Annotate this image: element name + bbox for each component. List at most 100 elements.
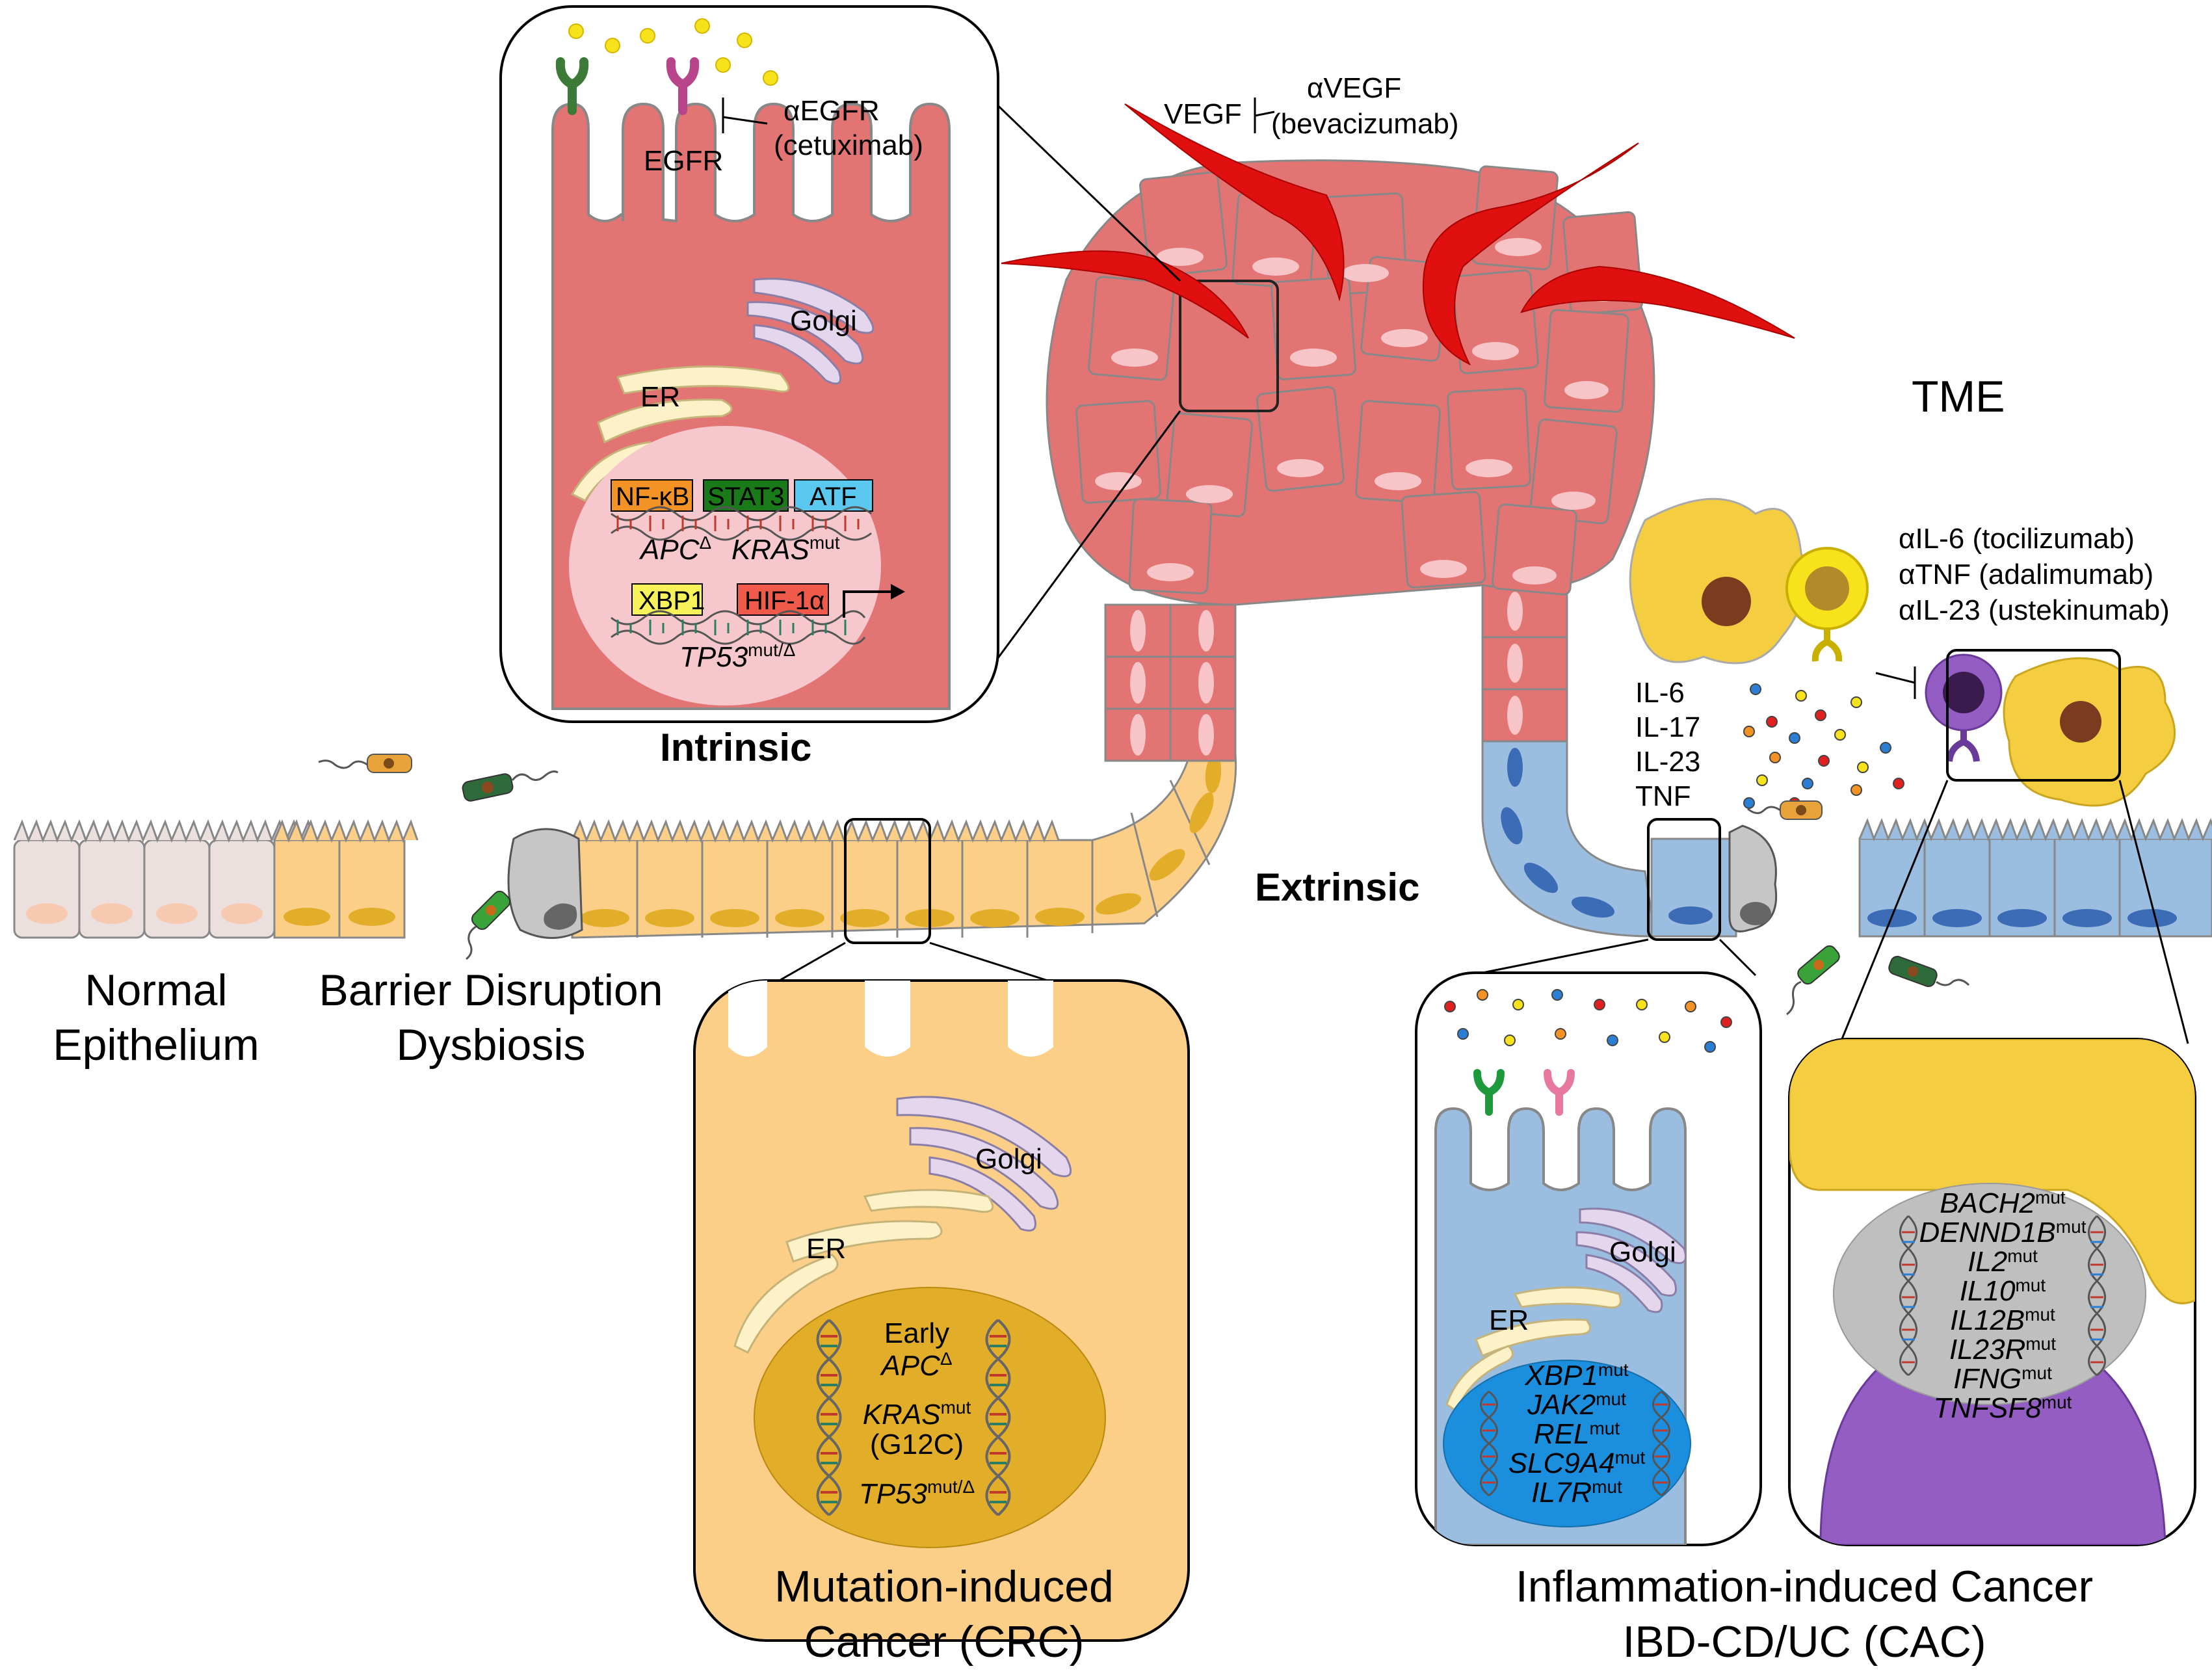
- immune-gene-7: IFNGmut: [1953, 1363, 2052, 1395]
- aegfr-label: αEGFR: [783, 95, 880, 127]
- cac-panel: Golgi ER XBP1mut JAK2mut RELmut SLC9A4mu…: [1415, 971, 1762, 1546]
- cetuximab-label: (cetuximab): [774, 129, 923, 161]
- crc-golgi: [896, 1096, 1072, 1232]
- blue-epithelium-strip: [1650, 817, 2212, 938]
- tumor-mass: [1046, 159, 1655, 606]
- cac-nucleus: [1443, 1360, 1691, 1527]
- vegf-label: VEGF: [1164, 98, 1242, 130]
- extrinsic-label: Extrinsic: [1255, 865, 1419, 909]
- barrier-debris: [507, 828, 583, 939]
- golgi-apparatus: [746, 278, 875, 385]
- tf-xbp1: XBP1: [639, 587, 705, 615]
- immune-gene-6: IL23Rmut: [1949, 1334, 2056, 1365]
- cac-caption-line1: Inflammation-induced Cancer: [1516, 1562, 2093, 1611]
- crc-gene-kras: KRASmut: [863, 1397, 971, 1431]
- tf-row1: NF-κB STAT3 ATF: [611, 479, 873, 512]
- cac-receptor-green: [1473, 1069, 1505, 1116]
- crc-kras-variant: (G12C): [870, 1429, 964, 1460]
- bacterium-3: [466, 890, 511, 960]
- immune-gene-1: BACH2mut: [1940, 1187, 2066, 1219]
- crc-nucleus: [754, 1287, 1106, 1548]
- bacterium-2: [462, 770, 559, 802]
- tme-label: TME: [1912, 372, 2005, 421]
- cac-gene-4: SLC9A4mut: [1508, 1447, 1646, 1479]
- tme-drug-1: αIL-6 (tocilizumab): [1899, 523, 2135, 555]
- gene-kras: KRASmut: [731, 533, 840, 566]
- cac-gene-5: IL7Rmut: [1531, 1477, 1622, 1509]
- bacterium-5: [1786, 945, 1840, 1016]
- egfr-receptor-green: [555, 57, 589, 115]
- cac-golgi: [1575, 1207, 1687, 1313]
- tumor-stalk-left: [1104, 603, 1237, 762]
- crc-er-label: ER: [806, 1233, 846, 1265]
- avegf-label: αVEGF: [1307, 72, 1401, 104]
- immune-dna-left: [1899, 1215, 1917, 1377]
- immune-gene-5: IL12Bmut: [1950, 1304, 2055, 1336]
- crc-caption-line1: Mutation-induced: [774, 1562, 1114, 1611]
- orange-epithelium-strip: [273, 753, 1237, 939]
- crc-gene-apc: APCΔ: [879, 1349, 952, 1382]
- tme-yellow-lymphocyte: [1785, 547, 1869, 662]
- dna-strand-2: [611, 610, 866, 645]
- immune-gene-4: IL10mut: [1960, 1275, 2046, 1307]
- golgi-label: Golgi: [790, 305, 857, 337]
- egfr-label: EGFR: [644, 145, 723, 177]
- tf-stat3: STAT3: [707, 482, 785, 511]
- immune-dna-right: [2088, 1215, 2106, 1377]
- normal-label-line1: Normal: [85, 966, 227, 1015]
- cac-caption-line2: IBD-CD/UC (CAC): [1622, 1617, 1986, 1667]
- vegf-annotation: VEGF αVEGF (bevacizumab): [1164, 72, 1459, 140]
- crc-highlight-box: [844, 818, 931, 944]
- tme-drug-3: αIL-23 (ustekinumab): [1899, 594, 2170, 626]
- immune-gene-3: IL2mut: [1968, 1246, 2038, 1278]
- intrinsic-panel: EGFR αEGFR (cetuximab) Golgi ER NF-κB ST…: [499, 5, 999, 723]
- immune-gene-2: DENND1Bmut: [1919, 1217, 2087, 1248]
- bacterium-6: [1888, 956, 1970, 987]
- cytokine-4: TNF: [1635, 780, 1691, 812]
- transcription-arrow: [843, 590, 891, 618]
- tme-immune-cells: [1925, 653, 2176, 807]
- cac-er: [1445, 1286, 1622, 1413]
- cac-golgi-label: Golgi: [1609, 1236, 1676, 1268]
- intrinsic-label: Intrinsic: [660, 726, 811, 769]
- egfr-receptor-magenta: [666, 57, 700, 115]
- egf-ligands: [568, 18, 778, 86]
- bevacizumab-label: (bevacizumab): [1271, 108, 1459, 140]
- cac-receptor-pink: [1544, 1069, 1575, 1116]
- cytokine-3: IL-23: [1635, 746, 1700, 778]
- tme-yellow-macrophage: [1629, 497, 1806, 665]
- gene-apc: APCΔ: [639, 533, 711, 566]
- bacterium-1: [318, 754, 412, 773]
- crc-gene-tp53: TP53mut/Δ: [859, 1477, 975, 1510]
- cac-gene-3: RELmut: [1534, 1418, 1620, 1450]
- normal-label-line2: Epithelium: [53, 1020, 259, 1070]
- cac-dna-left: [1480, 1390, 1498, 1497]
- gene-tp53: TP53mut/Δ: [679, 640, 795, 673]
- cytokine-1: IL-6: [1635, 677, 1685, 709]
- crc-caption-line2: Cancer (CRC): [804, 1617, 1085, 1667]
- barrier-label-line2: Dysbiosis: [397, 1020, 586, 1070]
- barrier-label-line1: Barrier Disruption: [319, 966, 663, 1015]
- normal-epithelium-cells: [13, 819, 316, 939]
- endoplasmic-reticulum: [570, 365, 790, 502]
- crc-er: [733, 1189, 994, 1354]
- crc-early: Early: [884, 1317, 949, 1349]
- crc-golgi-label: Golgi: [975, 1143, 1042, 1175]
- er-label: ER: [640, 381, 680, 413]
- immune-gene-8: TNFSF8mut: [1934, 1392, 2072, 1424]
- tumor-stalk-right: [1481, 584, 1656, 938]
- dna-strand-1: [611, 506, 872, 541]
- cac-er-label: ER: [1489, 1304, 1529, 1336]
- tf-nfkb: NF-κB: [616, 482, 689, 511]
- crc-panel: Golgi ER Early APCΔ KRASmut (G12C) TP53m…: [693, 979, 1190, 1642]
- tf-hif1a: HIF-1α: [744, 587, 824, 615]
- bacterium-4: [1747, 800, 1823, 820]
- cac-gene-2: JAK2mut: [1527, 1389, 1626, 1421]
- crc-dna-left: [816, 1319, 842, 1516]
- cytokine-2: IL-17: [1635, 711, 1700, 743]
- crc-dna-right: [985, 1319, 1011, 1516]
- tme-drug-2: αTNF (adalimumab): [1899, 559, 2153, 590]
- cac-gene-1: XBP1mut: [1524, 1360, 1628, 1391]
- tme-highlight-box: [1946, 649, 2121, 782]
